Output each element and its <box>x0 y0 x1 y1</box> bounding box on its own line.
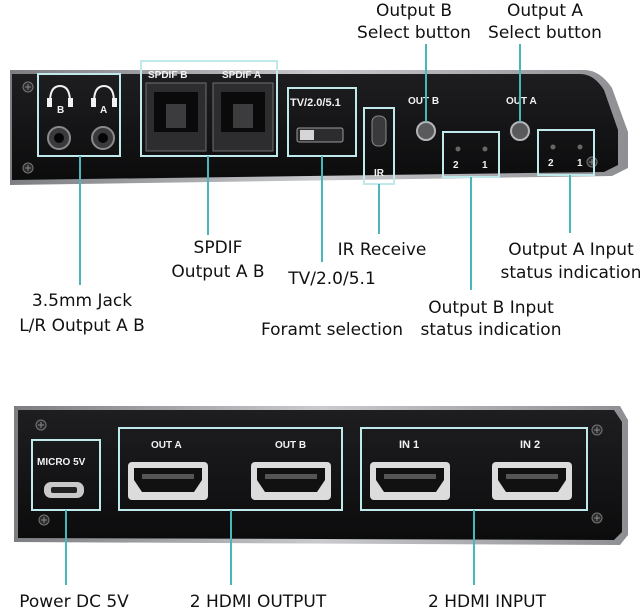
callout-ir-receive-line1: IR Receive <box>338 240 427 260</box>
callout-format-selection-line1: TV/2.0/5.1 <box>287 269 376 289</box>
screw-icon <box>22 81 34 93</box>
hdmi-in-1-port <box>370 462 450 500</box>
format-switch[interactable] <box>296 127 344 143</box>
out-a-led-2-label: 2 <box>548 158 554 169</box>
callout-output-b-select-line2: Select button <box>357 23 471 43</box>
spdif-a-label: SPDIF A <box>222 70 261 81</box>
callout-output-a-status-line2: status indication <box>501 263 640 283</box>
headphone-icon <box>47 84 73 107</box>
callout-output-a-status-line1: Output A Input <box>508 240 634 260</box>
callout-format-selection-line2: Foramt selection <box>261 320 403 340</box>
callout-output-b-select: Output B Select button <box>357 1 471 43</box>
hdmi-in-2-label: IN 2 <box>520 439 540 451</box>
callout-output-b-status: Output B Input status indication <box>421 298 562 340</box>
screw-icon <box>591 512 603 524</box>
screw-icon <box>35 419 47 431</box>
micro-usb-group: MICRO 5V <box>31 439 101 511</box>
hdmi-out-b-label: OUT B <box>275 440 306 451</box>
out-a-led-group: 2 1 <box>537 129 595 176</box>
callout-spdif-line2: Output A B <box>171 262 264 282</box>
callout-hdmi-input: 2 HDMI INPUT <box>428 592 547 609</box>
format-switch-label: TV/2.0/5.1 <box>290 97 341 109</box>
hdmi-in-2-port <box>492 462 572 500</box>
callout-output-b-select-line1: Output B <box>376 1 452 21</box>
callout-output-a-select-line2: Select button <box>488 23 602 43</box>
bottom-leader-lines <box>65 510 475 585</box>
spdif-group: SPDIF B SPDIF A <box>140 60 278 157</box>
callout-ir-receive: IR Receive <box>338 240 427 260</box>
screw-icon <box>22 162 34 174</box>
ir-sensor <box>371 115 387 147</box>
callout-output-b-status-line2: status indication <box>421 320 562 340</box>
out-b-select-button[interactable] <box>416 121 436 141</box>
callout-spdif-line1: SPDIF <box>194 238 243 258</box>
jack-b-label: B <box>57 105 64 116</box>
hdmi-out-a-port <box>128 462 208 500</box>
led-indicator <box>455 146 461 152</box>
out-a-select-button[interactable] <box>510 121 530 141</box>
callout-power: Power DC 5V <box>19 592 129 609</box>
out-b-led-1-label: 1 <box>482 160 488 171</box>
spdif-b-port <box>145 82 207 152</box>
led-indicator <box>482 146 488 152</box>
callout-output-a-select-line1: Output A <box>507 1 583 21</box>
headphone-icon <box>91 84 117 107</box>
jack-a-label: A <box>100 105 107 116</box>
callout-output-b-status-line1: Output B Input <box>428 298 554 318</box>
callout-jack: 3.5mm Jack L/R Output A B <box>19 291 145 336</box>
hdmi-in-1-label: IN 1 <box>399 439 419 451</box>
micro-usb-label: MICRO 5V <box>37 457 86 468</box>
callout-format-selection: TV/2.0/5.1 Foramt selection <box>261 269 403 340</box>
hdmi-out-b-port <box>251 462 331 500</box>
callout-hdmi-output: 2 HDMI OUTPUT <box>190 592 327 609</box>
out-a-label: OUT A <box>506 96 537 107</box>
spdif-a-port <box>212 82 274 152</box>
callout-output-a-status: Output A Input status indication <box>501 240 640 283</box>
callout-jack-line1: 3.5mm Jack <box>32 291 132 311</box>
led-indicator <box>550 144 556 150</box>
hdmi-out-a-label: OUT A <box>151 440 182 451</box>
out-a-led-1-label: 1 <box>577 158 583 169</box>
top-leader-lines <box>79 44 571 290</box>
ir-label: IR <box>374 168 385 179</box>
led-indicator <box>577 144 583 150</box>
callout-output-a-select: Output A Select button <box>488 1 602 43</box>
out-b-label: OUT B <box>408 96 439 107</box>
screw-icon <box>591 424 603 436</box>
callout-jack-line2: L/R Output A B <box>19 316 145 336</box>
out-a-led-box <box>537 129 595 176</box>
screw-icon <box>586 156 598 168</box>
callout-spdif: SPDIF Output A B <box>171 238 264 282</box>
out-b-led-2-label: 2 <box>453 160 459 171</box>
spdif-b-label: SPDIF B <box>148 70 187 81</box>
screw-icon <box>38 514 50 526</box>
